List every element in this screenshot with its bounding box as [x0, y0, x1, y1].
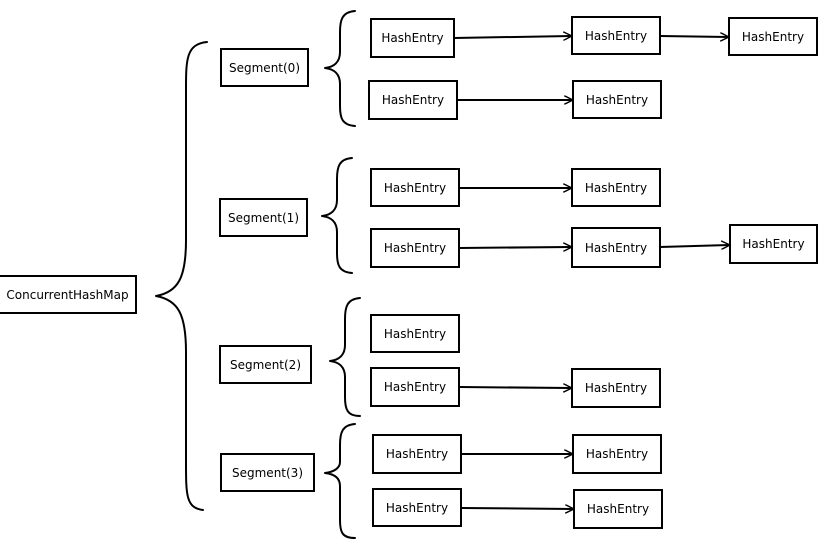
hash-entry-s0-c1-e1: HashEntry — [572, 80, 662, 119]
hash-entry-s1-c0-e1: HashEntry — [571, 168, 661, 207]
arrow-s0-c0-2 — [659, 36, 729, 37]
hash-entry-s3-c1-e1: HashEntry — [573, 489, 663, 529]
hash-entry-s2-c1-e0: HashEntry — [370, 367, 460, 407]
root-brace — [155, 41, 208, 511]
segment-1-brace — [321, 157, 353, 274]
arrow-s1-c1-2 — [659, 245, 729, 247]
hash-entry-s3-c0-e1: HashEntry — [572, 434, 662, 474]
segment-3-node: Segment(3) — [220, 453, 315, 492]
arrow-s1-c1-1 — [458, 247, 572, 248]
hash-entry-s1-c0-e0: HashEntry — [370, 168, 460, 207]
hash-entry-s0-c0-e2: HashEntry — [728, 17, 818, 56]
arrow-s2-c1-1 — [458, 387, 572, 388]
hash-entry-s3-c0-e0: HashEntry — [372, 434, 462, 474]
segment-0-node: Segment(0) — [220, 48, 309, 87]
hash-entry-s0-c0-e0: HashEntry — [370, 18, 455, 58]
segment-1-node: Segment(1) — [219, 198, 308, 237]
hash-entry-s0-c0-e1: HashEntry — [571, 16, 661, 55]
concurrent-hashmap-node: ConcurrentHashMap — [0, 275, 137, 314]
arrow-s3-c1-1 — [460, 508, 574, 509]
hash-entry-s3-c1-e0: HashEntry — [372, 488, 462, 527]
hash-entry-s0-c1-e0: HashEntry — [368, 80, 458, 120]
hash-entry-s1-c1-e1: HashEntry — [571, 227, 661, 268]
arrow-s0-c0-1 — [453, 36, 572, 38]
segment-2-node: Segment(2) — [219, 345, 312, 384]
segment-2-brace — [329, 297, 361, 417]
hash-entry-s1-c1-e0: HashEntry — [370, 228, 460, 268]
hash-entry-s1-c1-e2: HashEntry — [729, 224, 818, 264]
segment-3-brace — [324, 423, 356, 539]
segment-0-brace — [324, 10, 356, 127]
hash-entry-s2-c0-e0: HashEntry — [370, 314, 460, 353]
hash-entry-s2-c1-e1: HashEntry — [571, 368, 661, 408]
